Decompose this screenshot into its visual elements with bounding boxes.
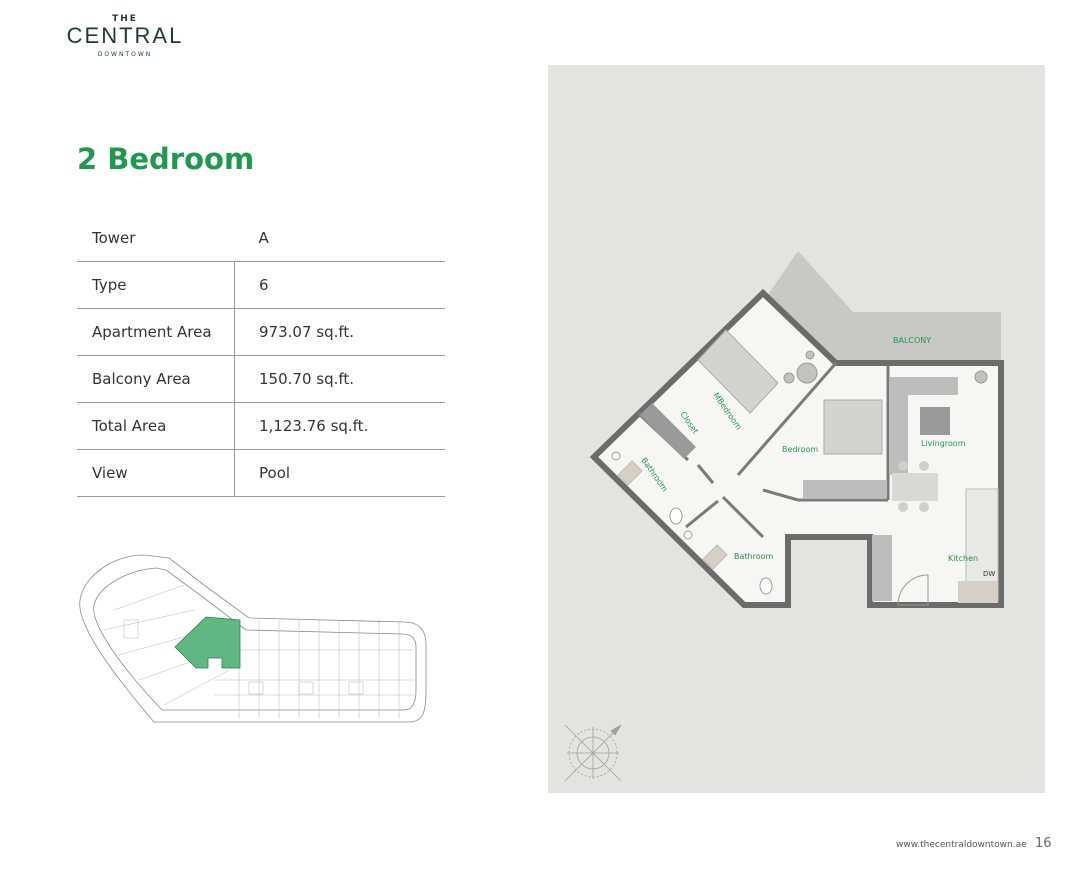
bedroom-bed [823,399,883,455]
room-label-kitchen: Kitchen [948,554,978,563]
spec-label: Balcony Area [77,355,235,403]
sofa [890,377,958,475]
coffee-table [920,407,950,435]
brand-logo: THE CENTRAL DOWNTOWN [66,14,184,58]
spec-value: A [234,215,445,262]
room-label-bathroom-2: Bathroom [734,552,774,561]
spec-label: View [77,449,235,497]
compass-icon [564,724,622,782]
kitchen-cabinet [958,581,998,603]
bedroom-wardrobe [803,480,887,498]
page-number: 16 [1035,836,1052,851]
balcony-area [763,251,1001,363]
dining-table [892,473,938,501]
unit-title: 2 Bedroom [77,142,255,176]
room-label-livingroom: Livingroom [921,439,966,448]
key-plan [79,554,427,723]
spec-value: 973.07 sq.ft. [234,308,445,356]
room-label-bedroom: Bedroom [782,445,818,454]
spec-value: 6 [234,261,445,309]
floor-plan: BALCONY MBedroom Closet Bathroom Bedroom… [548,65,1045,793]
closet-unit [640,403,696,459]
room-label-dw: DW [983,570,995,578]
spec-label: Type [77,261,235,309]
highlighted-unit [174,616,241,669]
spec-value: 150.70 sq.ft. [234,355,445,403]
logo-the: THE [112,14,138,24]
master-bed [697,329,779,414]
spec-value: Pool [234,449,445,497]
spec-label: Apartment Area [77,308,235,356]
logo-sub: DOWNTOWN [97,51,153,58]
footer-url[interactable]: www.thecentraldowntown.ae [896,840,1027,850]
entrance-door [897,574,929,606]
apartment-outline [589,288,1004,608]
room-label-balcony: BALCONY [893,336,931,345]
storage-unit [872,535,892,601]
spec-value: 1,123.76 sq.ft. [234,402,445,450]
logo-name: CENTRAL [66,23,184,48]
spec-label: Tower [77,215,235,262]
spec-label: Total Area [77,402,235,450]
